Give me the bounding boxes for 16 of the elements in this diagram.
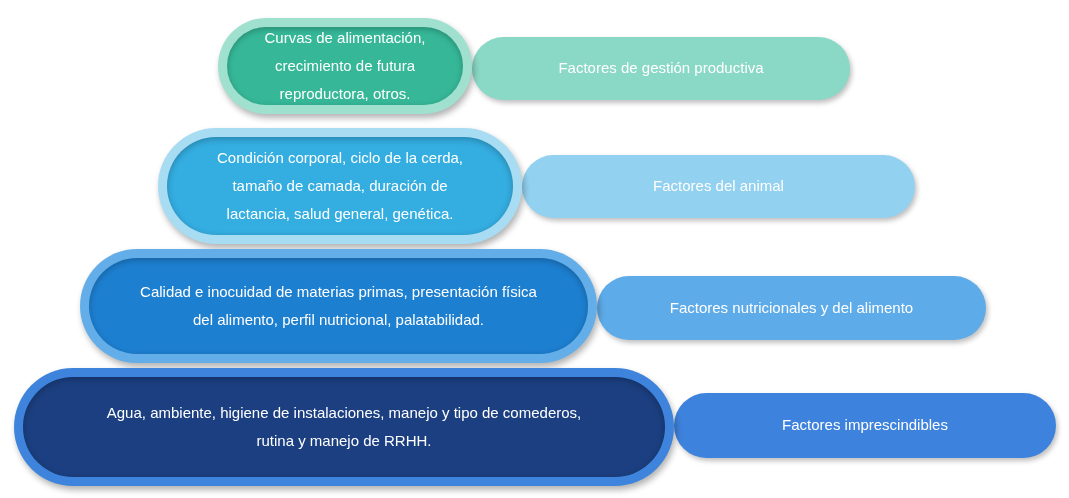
factor-pill [674,393,1056,458]
description-text: Agua, ambiente, higiene de instalaciones, manejo y tipo de comederos, rutina y manejo de RRHH. [105,403,583,451]
factor-title: Factores nutricionales y del alimento [669,297,914,318]
description-pill [158,128,522,244]
description-text: Condición corporal, ciclo de la cerda, tamaño de camada, duración de lactancia, salud general, genética. [216,148,464,224]
description-pill [80,249,597,363]
factor-pill [522,155,915,218]
description-text: Calidad e inocuidad de materias primas, presentación física del alimento, perfil nutricional, palatabilidad. [139,282,538,330]
factor-pill [597,276,986,340]
factor-title: Factores del animal [653,176,784,197]
description-pill [14,368,674,486]
description-pill [218,18,472,114]
description-text: Curvas de alimentación, crecimiento de futura reproductora, otros. [263,28,427,104]
factor-title: Factores de gestión productiva [558,58,764,79]
factor-pill [472,37,850,100]
factor-title: Factores imprescindibles [782,415,948,436]
